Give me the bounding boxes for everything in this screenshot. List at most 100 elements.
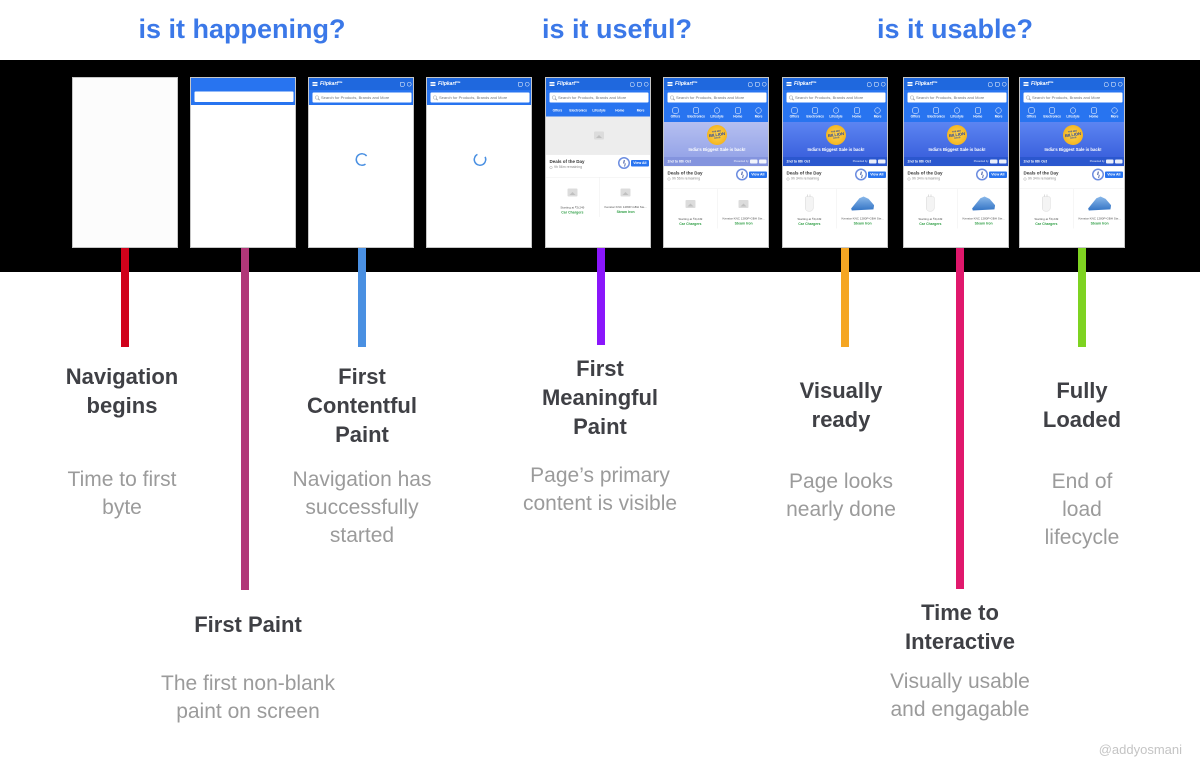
sponsor-logo	[1106, 159, 1114, 164]
account-icon	[407, 81, 412, 87]
image-placeholder-icon	[685, 200, 696, 208]
flipkart-top-bar: Flipkartlite	[309, 78, 413, 90]
product-card: Kenstar KNC 1280P-GBH Ste... Steam Iron	[599, 178, 650, 218]
flipkart-top-bar: Flipkartlite	[904, 78, 1008, 90]
home-icon	[853, 107, 860, 114]
search-icon	[670, 95, 674, 100]
timeline-first-meaningful-paint	[597, 248, 605, 345]
search-icon	[552, 95, 556, 100]
notifications-icon	[867, 81, 872, 87]
sponsor-logo	[750, 159, 758, 164]
home-icon	[1090, 107, 1097, 114]
deals-section: Deals of the Day 9h 34m remaining View A…	[783, 166, 887, 189]
search-strip: Search for Products, Brands and More	[904, 90, 1008, 105]
timer-icon	[667, 177, 671, 181]
product-card: Kenstar KNC 1280P-GBH Ste... Steam Iron	[717, 189, 768, 229]
metric-heading-visually-ready: Visually ready	[799, 378, 883, 432]
cart-icon	[874, 81, 879, 87]
flipkart-logo: Flipkartlite	[794, 81, 817, 87]
metric-heading-first-contentful-paint: First Contentful Paint	[307, 364, 417, 447]
flipkart-logo: Flipkartlite	[438, 81, 461, 87]
lifestyle-icon	[1069, 107, 1076, 114]
more-icon	[995, 107, 1002, 114]
search-box-empty	[194, 91, 294, 102]
image-placeholder-icon	[594, 131, 604, 140]
timeline-fully-loaded	[1078, 248, 1086, 347]
more-icon	[1111, 107, 1118, 114]
view-all-button: View All	[867, 171, 886, 178]
deals-section: Deals of the Day 9h 34m remaining View A…	[1020, 166, 1124, 189]
phone-frame-placeholders: Flipkartlite Search for Products, Brands…	[545, 77, 651, 248]
flipkart-header-bar	[191, 78, 295, 105]
flipkart-logo: Flipkartlite	[320, 81, 343, 87]
menu-icon	[1023, 83, 1029, 85]
deals-section: Deals of the Day 9h 34m remaining View A…	[904, 166, 1008, 189]
search-box: Search for Products, Brands and More	[786, 92, 886, 103]
search-box: Search for Products, Brands and More	[312, 92, 412, 103]
sponsor-logo	[759, 159, 767, 164]
cart-icon	[518, 81, 523, 87]
sale-banner: THE BIG BILLION DAYS India's Biggest Sal…	[664, 122, 768, 166]
more-icon	[755, 107, 762, 114]
view-all-button: View All	[630, 160, 649, 167]
car-charger-image	[1042, 194, 1051, 212]
cart-icon	[637, 81, 642, 87]
timeline-visually-ready	[841, 248, 849, 347]
timer-icon	[786, 177, 790, 181]
offers-icon	[1028, 107, 1035, 114]
menu-icon	[907, 83, 913, 85]
flipkart-top-bar: Flipkartlite	[783, 78, 887, 90]
category-nav: Offers Electronics Lifestyle Home More	[783, 105, 887, 122]
sponsor-logo	[999, 159, 1007, 164]
big-billion-days-badge: THE BIG BILLION DAYS	[945, 123, 969, 147]
menu-icon	[430, 83, 436, 85]
product-card: Starting at ₹9,249 Car Chargers	[904, 189, 958, 229]
offers-icon	[912, 107, 919, 114]
question-is-it-useful: is it useful?	[541, 14, 693, 44]
alarm-clock-icon	[1092, 168, 1104, 181]
cart-icon	[995, 81, 1000, 87]
phone-frame-header-shell	[190, 77, 296, 248]
flipkart-top-bar: Flipkartlite	[664, 78, 768, 90]
product-card: Starting at ₹9,249 Car Chargers	[546, 177, 600, 217]
lifestyle-icon	[953, 107, 960, 114]
flipkart-top-bar: Flipkartlite	[1020, 78, 1124, 90]
category-nav: Offers Electronics Lifestyle Home More	[904, 105, 1008, 122]
search-box: Search for Products, Brands and More	[1023, 92, 1123, 103]
alarm-clock-icon	[736, 168, 748, 181]
flipkart-logo: Flipkartlite	[675, 81, 698, 87]
loading-spinner-icon	[471, 151, 489, 168]
product-card: Kenstar KNC 1280P-GBH Ste... Steam Iron	[836, 189, 887, 229]
product-row: Starting at ₹9,249 Car Chargers Kenstar …	[783, 188, 887, 229]
offers-icon	[791, 107, 798, 114]
search-strip: Search for Products, Brands and More	[427, 90, 531, 105]
alarm-clock-icon	[976, 168, 988, 181]
menu-icon	[312, 83, 318, 85]
sponsor-logo	[869, 159, 877, 164]
image-placeholder-icon	[567, 188, 578, 197]
lifestyle-icon	[713, 107, 720, 114]
product-row: Starting at ₹9,249 Car Chargers Kenstar …	[664, 188, 768, 229]
metric-heading-fully-loaded: Fully Loaded	[1042, 378, 1122, 432]
product-row: Starting at ₹9,249 Car Chargers Kenstar …	[546, 177, 650, 218]
question-is-it-happening: is it happening?	[138, 14, 346, 44]
electronics-icon	[1049, 107, 1056, 114]
steam-iron-image	[1088, 196, 1112, 211]
deals-section: Deals of the Day 9h 56m remaining View A…	[664, 166, 768, 189]
search-strip: Search for Products, Brands and More	[309, 90, 413, 105]
big-billion-days-badge: THE BIG BILLION DAYS	[1061, 123, 1085, 147]
account-icon	[881, 81, 886, 87]
metric-heading-first-meaningful-paint: First Meaningful Paint	[541, 356, 659, 439]
notifications-icon	[630, 81, 635, 87]
image-placeholder-icon	[738, 200, 749, 208]
category-nav: Offers Electronics Lifestyle Home More	[664, 105, 768, 122]
flipkart-top-bar: Flipkartlite	[546, 78, 650, 90]
product-row: Starting at ₹9,249 Car Chargers Kenstar …	[904, 188, 1008, 229]
metric-sub-first-paint: The first non-blank paint on screen	[161, 672, 335, 723]
cart-icon	[755, 81, 760, 87]
product-row: Starting at ₹9,249 Car Chargers Kenstar …	[1020, 188, 1124, 229]
cart-icon	[400, 81, 405, 87]
account-icon	[1118, 81, 1123, 87]
account-icon	[1002, 81, 1007, 87]
